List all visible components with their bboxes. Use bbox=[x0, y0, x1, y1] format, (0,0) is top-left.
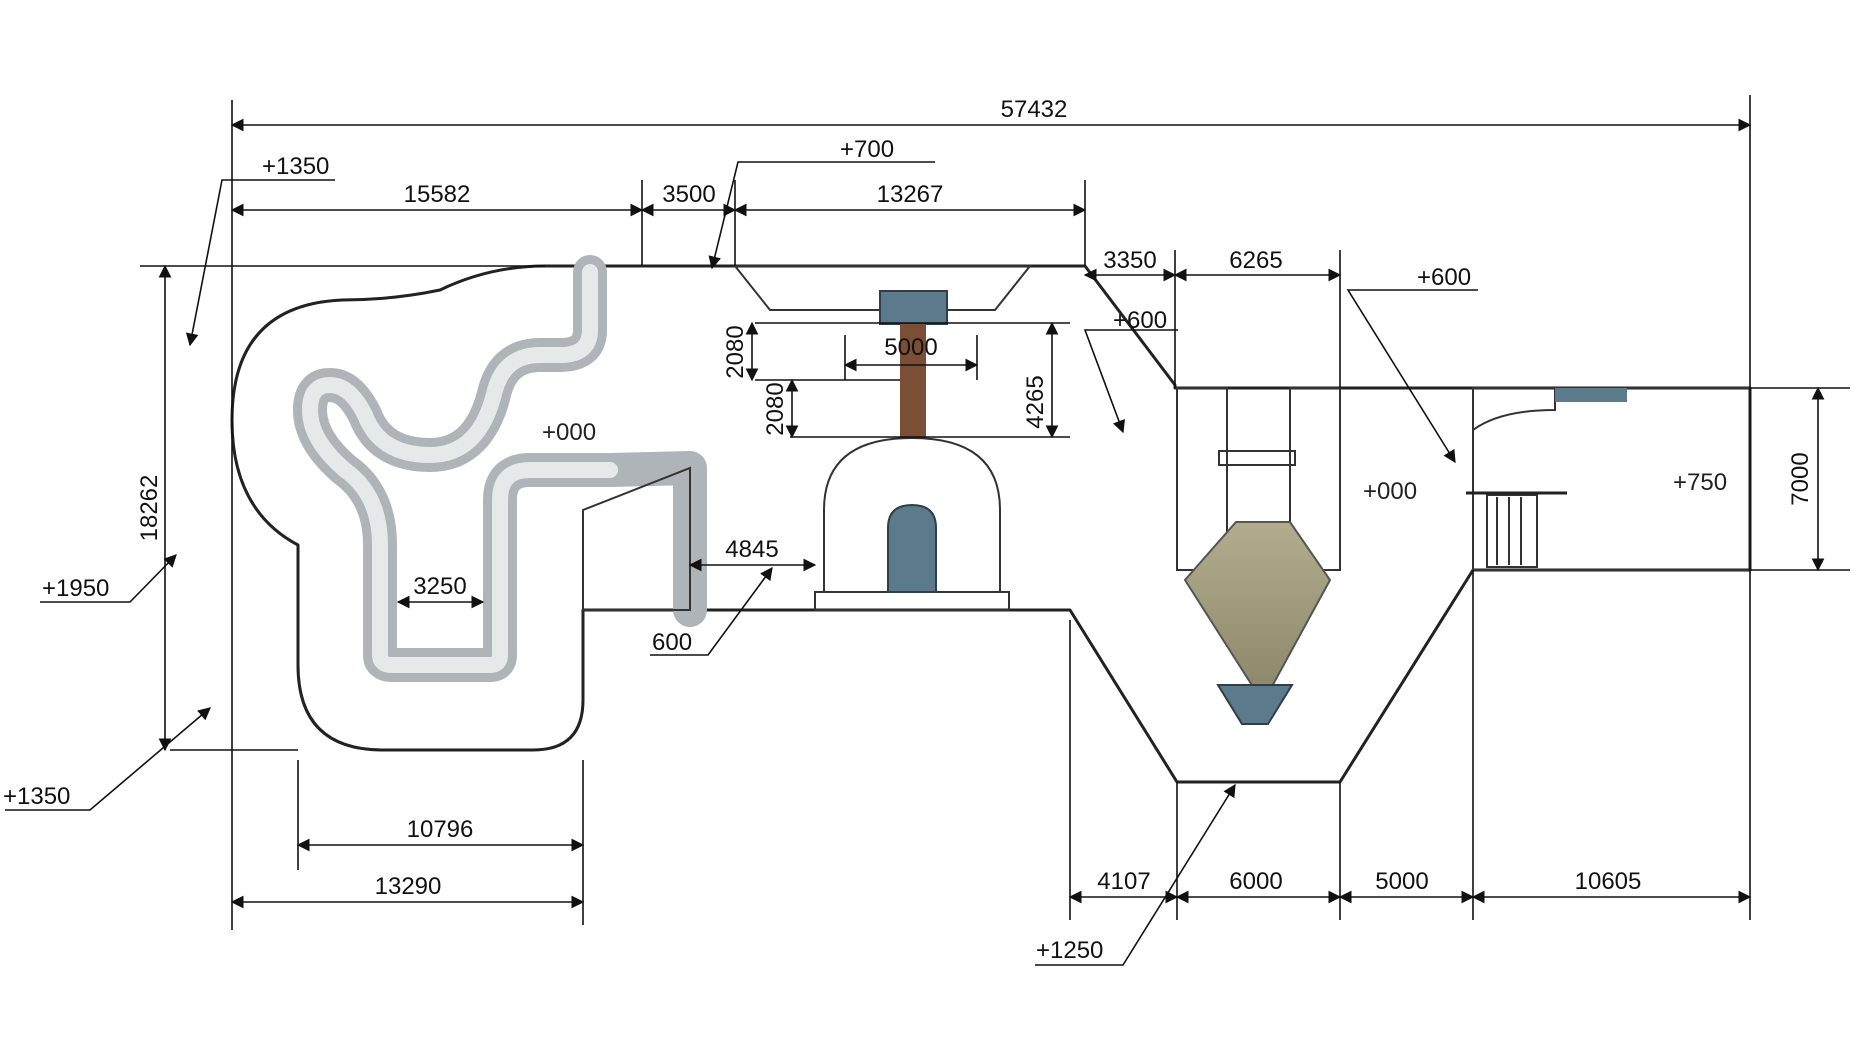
dim-lower-outer: 13290 bbox=[375, 873, 442, 900]
snake-channel-core bbox=[302, 264, 618, 673]
center-trapezoid bbox=[732, 265, 1033, 311]
zone-right-floor: +000 bbox=[1363, 478, 1417, 505]
elev-left-mid: +1950 bbox=[42, 575, 109, 602]
dim-right-depth: 7000 bbox=[1787, 452, 1814, 505]
dome-door bbox=[887, 503, 937, 593]
dim-step-top: 2080 bbox=[722, 325, 749, 378]
zone-main-floor: +000 bbox=[542, 419, 596, 446]
dim-center-section: 13267 bbox=[877, 181, 944, 208]
elev-pit: +1250 bbox=[1036, 937, 1103, 964]
right-box bbox=[1555, 388, 1627, 402]
dim-bowl: 5000 bbox=[884, 334, 937, 361]
dim-path-width: 3250 bbox=[413, 573, 466, 600]
dimension-labels: 57432 15582 3500 13267 3350 6265 18262 7… bbox=[136, 96, 1814, 900]
gravel-funnel bbox=[1183, 521, 1332, 691]
ledge-block bbox=[582, 466, 691, 611]
elev-top-center: +700 bbox=[840, 136, 894, 163]
dim-overall: 57432 bbox=[1001, 96, 1068, 123]
concrete-floor bbox=[230, 264, 1752, 784]
elev-bottom-left: +1350 bbox=[3, 783, 70, 810]
dim-left-section: 15582 bbox=[404, 181, 471, 208]
elev-top-left: +1350 bbox=[262, 153, 329, 180]
pit-drain bbox=[1216, 684, 1294, 725]
plan-body bbox=[230, 255, 1752, 784]
dim-ledge-width: 4845 bbox=[725, 536, 778, 563]
dim-step-bottom: 2080 bbox=[762, 382, 789, 435]
dim-slope-width: 3350 bbox=[1103, 247, 1156, 274]
right-ramp bbox=[1472, 387, 1556, 432]
elev-right-top: +600 bbox=[1417, 264, 1471, 291]
zone-far-right: +750 bbox=[1673, 469, 1727, 496]
steps bbox=[1486, 494, 1538, 568]
dim-bottom-b: 6000 bbox=[1229, 868, 1282, 895]
pit-crossbar bbox=[1218, 450, 1296, 466]
center-box-top bbox=[879, 290, 948, 325]
dim-total-depth: 18262 bbox=[136, 475, 163, 542]
dimension-lines bbox=[5, 95, 1850, 966]
dim-box-depth: 4265 bbox=[1022, 375, 1049, 428]
center-rail bbox=[900, 324, 926, 439]
dim-bottom-a: 4107 bbox=[1097, 868, 1150, 895]
dim-lower-inner: 10796 bbox=[407, 816, 474, 843]
dome-base bbox=[814, 591, 1010, 611]
elev-slope-top: +600 bbox=[1113, 307, 1167, 334]
dim-gap-section: 3500 bbox=[662, 181, 715, 208]
zone-labels: +000 +000 +750 bbox=[542, 419, 1727, 505]
steps-lines bbox=[1496, 497, 1522, 565]
dome-obstacle bbox=[823, 436, 1001, 593]
elev-ledge: 600 bbox=[652, 629, 692, 656]
dim-bottom-c: 5000 bbox=[1375, 868, 1428, 895]
dim-channel-width: 6265 bbox=[1229, 247, 1282, 274]
elevation-labels: +1350 +700 +600 +600 +1950 +1350 600 +12… bbox=[3, 136, 1471, 964]
dim-bottom-d: 10605 bbox=[1575, 868, 1642, 895]
